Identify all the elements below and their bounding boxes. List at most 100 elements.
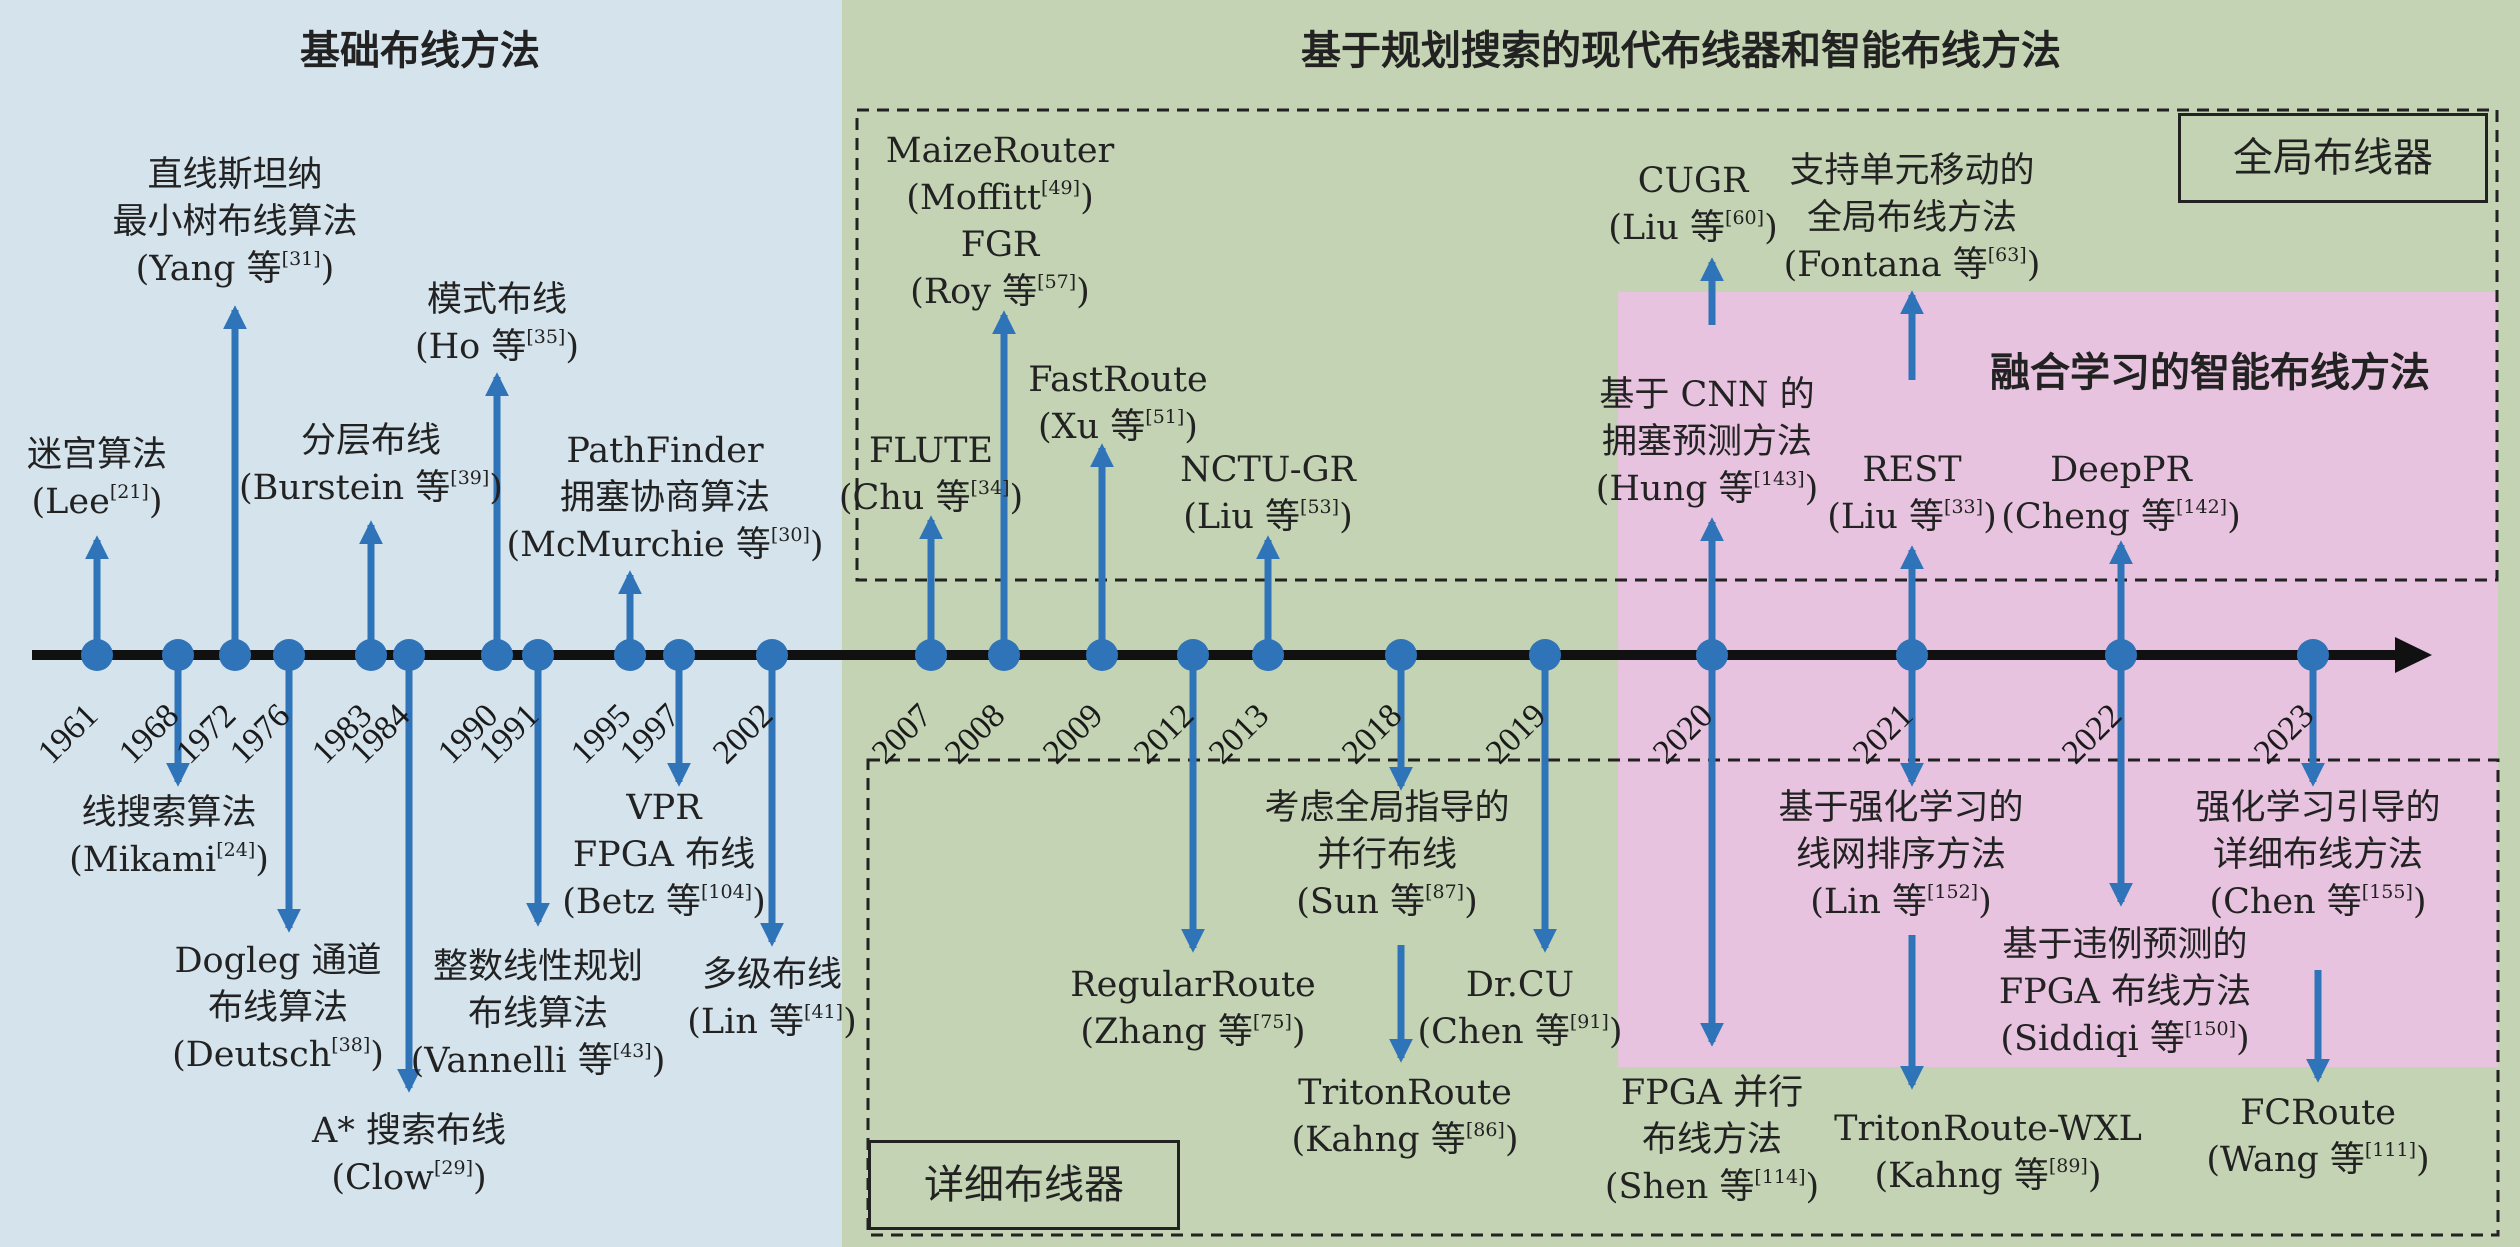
method-text: (Kahng 等	[1874, 1156, 2049, 1196]
method-text-line: (Ho 等[35])	[414, 326, 580, 367]
method-label-multilevel: 多级布线 (Lin 等[41])	[452, 952, 1092, 1046]
method-text-line: 考虑全局指导的	[1067, 785, 1707, 832]
year-marker-1968	[162, 639, 194, 671]
method-text-line: 直线斯坦纳	[0, 152, 555, 199]
method-text-line: (Wang 等[111])	[2206, 1139, 2430, 1180]
citation-ref: [91]	[1569, 1011, 1609, 1034]
citation-ref: [21]	[109, 481, 149, 504]
method-text: REST	[1862, 450, 1962, 490]
global-router-group-box	[855, 108, 2499, 582]
method-text-line: CUGR	[1373, 158, 2013, 205]
year-marker-1961	[81, 639, 113, 671]
citation-ref: [142]	[2176, 496, 2228, 519]
citation-ref: [75]	[1252, 1011, 1292, 1034]
method-text: FastRoute	[1028, 360, 1208, 400]
method-text: (Clow	[331, 1158, 434, 1198]
method-label-sun: 考虑全局指导的并行布线(Sun 等[87])	[1067, 785, 1707, 926]
method-text-line: (Siddiqi 等[150])	[2000, 1018, 2250, 1059]
method-text: (Shen 等	[1604, 1167, 1755, 1207]
method-text-line: (Lee[21])	[31, 481, 163, 522]
method-text-line: 拥塞协商算法	[345, 475, 985, 522]
method-text: (Chen 等	[1417, 1012, 1570, 1052]
method-label-triton: TritonRoute (Kahng 等[86])	[1085, 1070, 1725, 1164]
year-marker-1991	[522, 639, 554, 671]
method-text: 最小树布线算法	[112, 202, 358, 242]
method-text-line: NCTU-GR	[948, 447, 1588, 494]
method-text: (Vannelli 等	[410, 1041, 613, 1081]
method-text: 直线斯坦纳	[147, 155, 323, 195]
method-text-line: FPGA 布线方法	[1805, 969, 2445, 1016]
method-text-line: 模式布线	[177, 277, 817, 324]
method-text: 布线算法	[467, 994, 608, 1034]
method-text: 线搜索算法	[81, 793, 257, 833]
section-title-basic: 基础布线方法	[300, 28, 540, 74]
method-text-line: 拥塞预测方法	[1387, 419, 2027, 466]
method-label-chenrl: 强化学习引导的详细布线方法(Chen 等[155])	[1998, 785, 2520, 926]
method-text: TritonRoute-WXL	[1834, 1109, 2142, 1149]
method-text-line: 线搜索算法	[0, 790, 489, 837]
year-marker-2021	[1896, 639, 1928, 671]
method-text-line: 基于违例预测的	[1805, 922, 2445, 969]
method-text-line: (Kahng 等[86])	[1291, 1119, 1519, 1160]
method-text-line: (Hung 等[143])	[1595, 468, 1819, 509]
section-title-learning: 融合学习的智能布线方法	[1990, 350, 2430, 396]
method-text: (Xu 等	[1038, 407, 1146, 447]
method-text: (Sun 等	[1296, 882, 1426, 922]
method-text: (Kahng 等	[1291, 1120, 1466, 1160]
method-text: TritonRoute	[1298, 1073, 1512, 1113]
method-text: MaizeRouter	[885, 131, 1115, 171]
method-text-line: RegularRoute	[873, 962, 1513, 1009]
year-marker-2012	[1177, 639, 1209, 671]
method-text-line: (Betz 等[104])	[562, 881, 766, 922]
global-router-box-label: 全局布线器	[2178, 113, 2488, 203]
citation-ref: [53]	[1300, 496, 1340, 519]
method-text-line: (Roy 等[57])	[910, 271, 1090, 312]
background-basic-methods	[0, 0, 842, 1247]
year-marker-2020	[1696, 639, 1728, 671]
method-label-flute: FLUTE(Chu 等[34])	[611, 428, 1251, 522]
method-text: (Liu 等	[1608, 208, 1726, 248]
year-marker-1984	[393, 639, 425, 671]
method-text-line: 整数线性规划	[218, 944, 858, 991]
method-text: FPGA 布线	[572, 835, 756, 875]
method-label-mikami: 线搜索算法(Mikami[24])	[0, 790, 489, 884]
method-text: 考虑全局指导的	[1264, 788, 1510, 828]
method-text: (McMurchie 等	[506, 525, 771, 565]
method-text-line: (Deutsch[38])	[172, 1034, 384, 1075]
citation-ref: [152]	[1927, 881, 1979, 904]
method-text: 详细布线方法	[2212, 835, 2423, 875]
method-label-hung: 基于 CNN 的拥塞预测方法(Hung 等[143])	[1387, 372, 2027, 513]
method-text: FLUTE	[868, 431, 993, 471]
method-text: (Roy 等	[910, 272, 1038, 312]
method-text-line: 布线方法	[1392, 1117, 2032, 1164]
citation-ref: [60]	[1725, 207, 1765, 230]
method-text-line: 基于强化学习的	[1581, 785, 2221, 832]
year-marker-1983	[355, 639, 387, 671]
method-label-fgr: FGR(Roy 等[57])	[680, 222, 1320, 316]
method-text: (Moffitt	[906, 178, 1042, 218]
method-text: 多级布线	[701, 955, 842, 995]
method-text-line: (Lin 等[41])	[687, 1001, 857, 1042]
citation-ref: [30]	[770, 524, 810, 547]
citation-ref: [111]	[2364, 1139, 2416, 1162]
method-label-lee: 迷宫算法(Lee[21])	[0, 432, 417, 526]
method-label-fastroute: FastRoute(Xu 等[51])	[798, 357, 1438, 451]
method-text-line: (Vannelli 等[43])	[410, 1040, 666, 1081]
method-label-wxl: TritonRoute-WXL(Kahng 等[89])	[1668, 1106, 2308, 1200]
method-text-line: FGR	[680, 222, 1320, 269]
method-text-line: REST	[1592, 447, 2232, 494]
method-text: (Siddiqi 等	[2000, 1019, 2185, 1059]
method-text-line: TritonRoute-WXL	[1668, 1106, 2308, 1153]
method-text: (Hung 等	[1595, 469, 1754, 509]
method-text: 并行布线	[1316, 835, 1457, 875]
citation-ref: [150]	[2184, 1018, 2236, 1041]
method-text-line: VPR	[344, 785, 984, 832]
method-text-line: 详细布线方法	[1998, 832, 2520, 879]
method-text: (Burstein 等	[239, 468, 451, 508]
year-marker-2007	[915, 639, 947, 671]
method-text-line: A* 搜索布线	[89, 1108, 729, 1155]
method-label-linrl: 基于强化学习的线网排序方法(Lin 等[152])	[1581, 785, 2221, 926]
method-text-line: (Yang 等[31])	[135, 248, 335, 289]
